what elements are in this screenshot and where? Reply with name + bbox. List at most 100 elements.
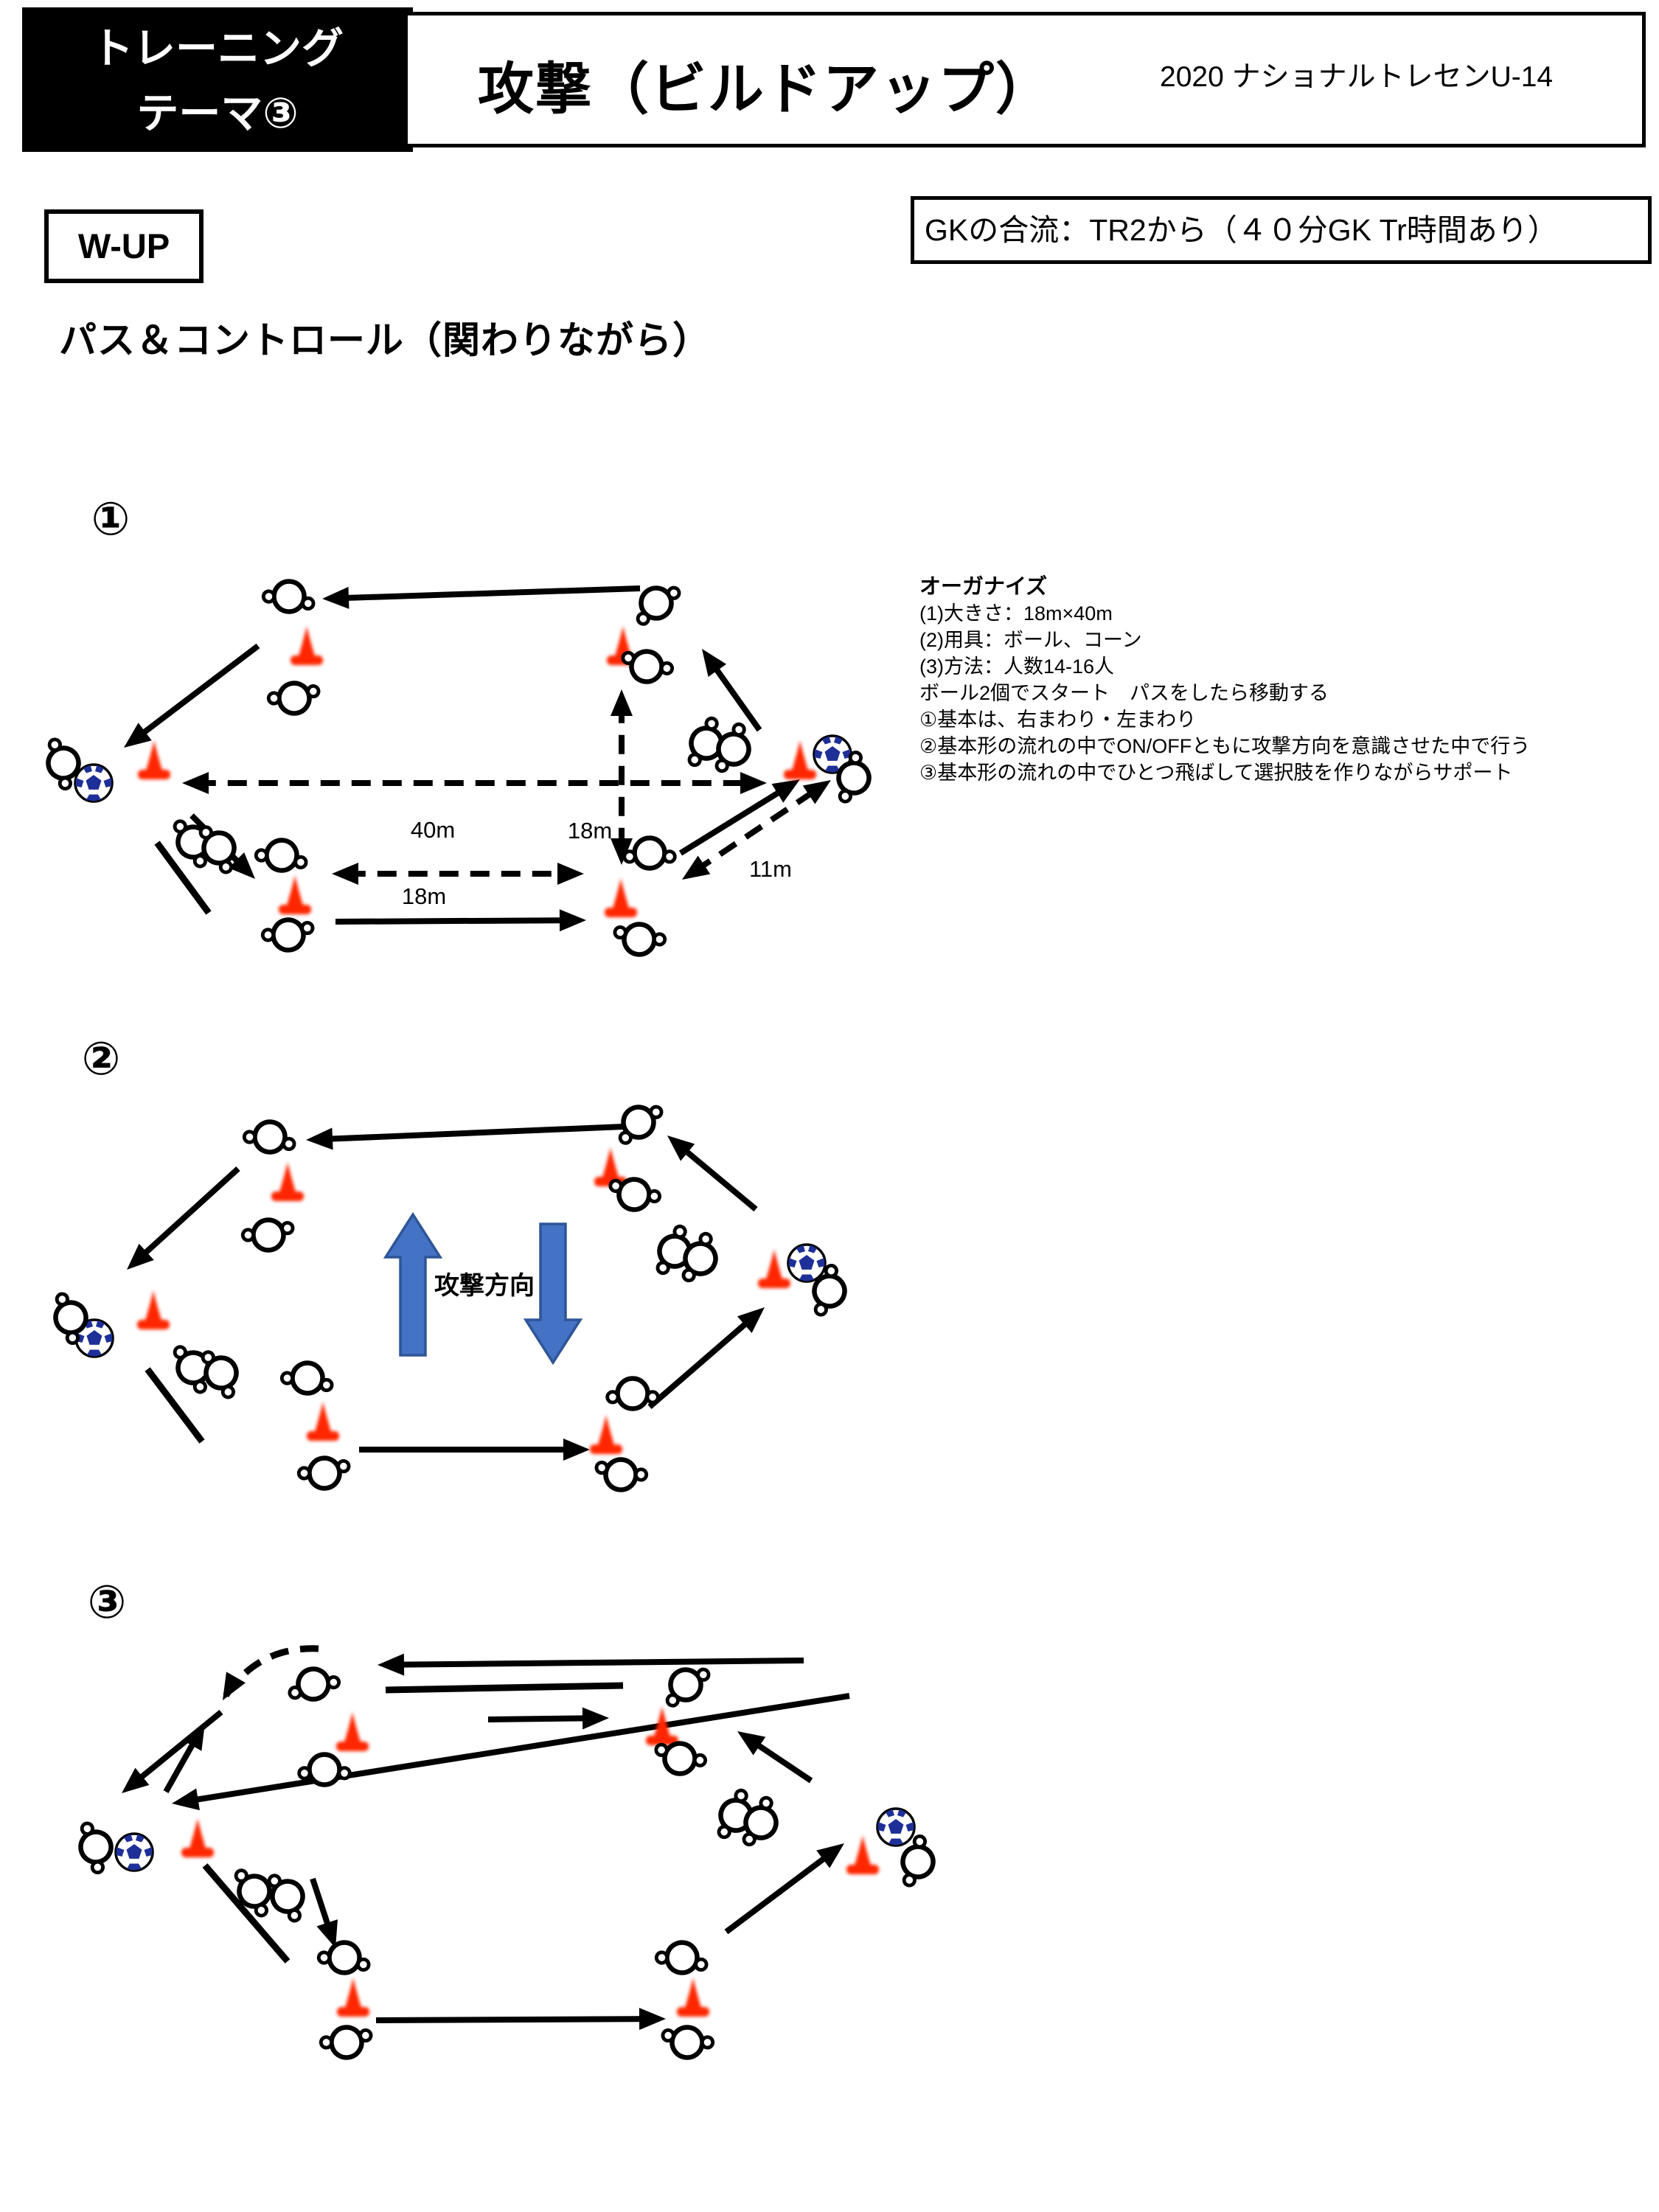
pass-arrow [124,643,260,748]
curved-dashed-arrow [220,1645,319,1703]
pass-arrow [172,1693,850,1811]
player-icon [201,1350,239,1399]
pass-arrow-shaft [676,1142,758,1212]
player-icon [296,1455,351,1491]
player-hand [704,716,719,731]
pass-arrow-shaft [335,917,572,925]
pass-arrow [322,585,641,609]
player-body [271,917,306,953]
player-hand [47,737,62,752]
player-body [603,1457,639,1492]
player-hand [192,854,207,869]
cone-icon [291,626,323,665]
player-icon [621,649,675,684]
player-hand [261,589,276,604]
diagram-number: ① [91,494,131,545]
player-hand [654,1742,669,1757]
player-hand [742,1832,757,1847]
pass-arrow [487,1707,609,1730]
player-icon [742,1795,779,1847]
player-body [669,2025,705,2060]
player-hand [301,596,316,611]
pass-arrow-shaft [392,1658,804,1668]
theme-line1: トレーニング [91,25,344,72]
player-icon [665,1667,711,1708]
theme-line2: テーマ③ [136,90,299,137]
player-icon [594,1457,649,1492]
queue-line [202,1863,291,1964]
cone-icon [336,1712,369,1751]
organize-line: (1)大きさ：18m×40m [919,602,1113,625]
attack-direction-arrow-down [523,1222,583,1366]
player-hand [254,1903,268,1918]
player-hand [649,1105,664,1119]
player-hand [912,1834,927,1849]
attack-direction-arrow-up [383,1211,443,1357]
player-hand [654,1950,669,1965]
organize-line: ①基本は、右まわり・左まわり [919,709,1197,731]
pass-arrow-shaft [487,1715,595,1722]
player-hand [848,750,863,765]
player-hand [337,1766,352,1781]
pass-arrow [122,1709,223,1793]
player-hand [336,1458,351,1474]
dashed-arrow-head [611,838,633,865]
player-hand [662,849,677,864]
player-hand [714,758,729,773]
player-hand [201,1350,215,1365]
player-hand [672,1224,687,1239]
player-hand [296,1466,312,1481]
queue-line [145,1367,205,1444]
player-icon [319,2025,373,2060]
pass-arrow [335,909,586,932]
player-hand [696,1667,711,1682]
player-hand [652,932,667,947]
pass-arrow-head [172,1788,200,1811]
player-hand [731,722,746,737]
drill-subtitle: パス＆コントロール（関わりながら） [59,319,712,361]
player-hand [717,1824,731,1840]
player-hand [698,1231,713,1247]
pass-arrow-shaft [185,1693,850,1804]
player-hand [288,1686,302,1700]
player-hand [242,1130,257,1144]
player-body [307,1455,342,1491]
player-hand [173,819,187,834]
player-hand [300,920,315,936]
player-hand [759,1795,773,1811]
player-icon [717,1788,754,1840]
distance-label: 18m [402,883,446,909]
soccer-ball-icon [114,1832,154,1872]
organize-line: (3)方法：人数14-16人 [919,655,1115,678]
player-hand [287,1908,302,1923]
cone-icon [337,1978,369,2017]
player-hand [633,1467,649,1482]
pass-arrow-shaft [131,1709,223,1787]
pass-arrow-shaft [647,1314,756,1410]
player-body [615,1376,650,1411]
player-hand [681,1267,696,1283]
player-hand [198,825,213,840]
pass-arrow-shaft [320,1124,624,1143]
player-icon [613,922,667,957]
pass-arrow [127,1166,240,1270]
pass-arrow-shaft [748,1736,813,1784]
player-body [264,838,299,873]
player-icon [234,1868,272,1918]
title-box: 攻撃（ビルドアップ） 2020 ナショナルトレセンU-14 [404,12,1646,147]
player-hand [55,1292,69,1307]
pass-arrow [163,1722,205,1793]
dashed-arrow-head [611,689,633,716]
dashed-arrow [332,863,584,885]
player-hand [838,789,852,804]
pass-arrow [724,1843,844,1935]
player-icon [279,1360,334,1396]
player-icon [654,1741,708,1776]
player-hand [608,1178,623,1193]
player-icon [661,2025,715,2060]
player-icon [242,1119,296,1155]
player-icon [618,1105,664,1145]
player-body [664,1940,700,1975]
player-hand [234,1868,248,1883]
